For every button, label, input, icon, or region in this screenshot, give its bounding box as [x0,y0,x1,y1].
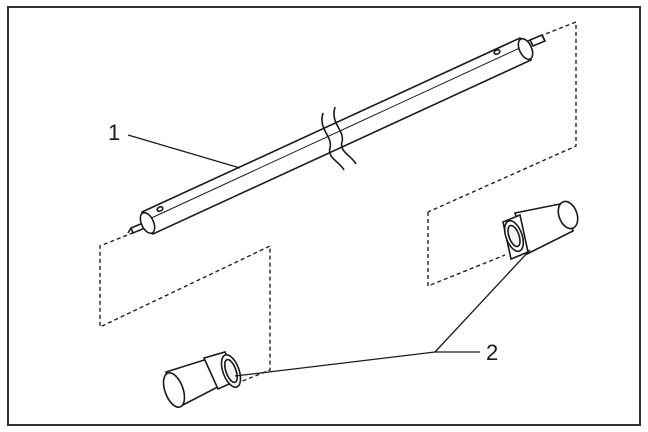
bushing-right [502,200,579,261]
callout-label-1: 1 [108,120,120,145]
shaft-right-pin [528,33,547,48]
assembly-dashed-box-top-right [427,20,577,213]
shaft-left-end [139,211,156,235]
shaft-hole-left [156,205,164,213]
shaft-hole-right [493,48,501,56]
bushing-left [162,351,242,408]
leader-line-1 [127,134,241,169]
roller-shaft [127,33,547,236]
shaft-break-mark [321,106,357,171]
assembly-dashed-box-mid-right [427,212,506,288]
shaft-right-end [517,37,534,61]
leader-line-2-to-right-bushing [434,249,531,353]
callout-label-2: 2 [486,340,498,365]
leader-line-2-to-left-bushing [234,351,436,377]
